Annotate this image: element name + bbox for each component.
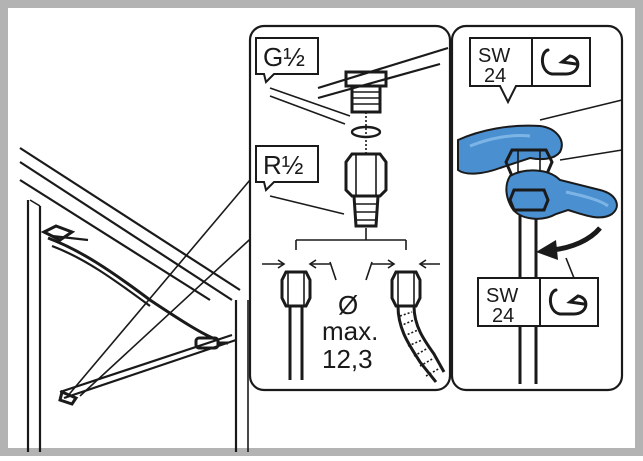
rotation-arrow (536, 226, 602, 260)
wrench-icon (549, 288, 588, 316)
thread-r-label: R½ (263, 150, 303, 180)
upper-wrench (457, 124, 563, 175)
thread-r-label-box (255, 145, 319, 192)
diameter-value: 12,3 (322, 344, 373, 374)
hose-option-braided (390, 270, 446, 383)
appliance-perspective (19, 147, 261, 452)
diameter-max: max. (322, 316, 378, 346)
hose-nut (344, 152, 388, 228)
sw-bottom-line2: 24 (492, 305, 514, 327)
sw-bottom-line1: SW (486, 285, 518, 307)
wrench-detail-panel: SW 24 SW (450, 24, 624, 392)
thread-g-label-box (255, 37, 319, 84)
sw-top-line1: SW (478, 45, 510, 67)
hose-option-smooth (280, 270, 312, 380)
tap-thread (344, 70, 388, 114)
lower-wrench (505, 169, 618, 220)
diameter-symbol: Ø (338, 290, 358, 320)
thread-detail-panel: G½ R½ (248, 24, 452, 392)
wrench-icon (541, 48, 580, 76)
thread-g-label: G½ (263, 42, 305, 72)
sw-top-line2: 24 (484, 65, 506, 87)
